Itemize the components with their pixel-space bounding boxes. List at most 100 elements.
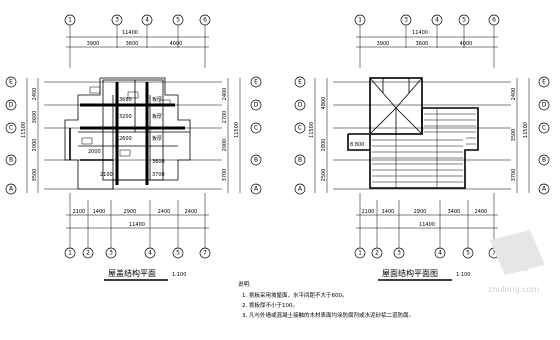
- axis-label-top-4: 4: [145, 17, 149, 24]
- axis-label-bottom-3: 3: [397, 250, 401, 257]
- axis-bubble-bottom-5: [462, 247, 474, 259]
- dim-seg-top: 3900: [87, 41, 100, 47]
- inner-label: 2600: [119, 136, 132, 142]
- design-notes: 说明: 1. 挑板采用坡屋面，水平间距不大于600。 2. 挑板厚不小于100。…: [238, 280, 414, 319]
- axis-label-bottom-3: 3: [109, 250, 113, 257]
- axis-label-row-E: E: [9, 79, 13, 86]
- axis-bubble-row-E: [250, 76, 262, 88]
- inner-label: 板厚: [152, 96, 162, 103]
- dim-right: 3700: [222, 169, 228, 182]
- dim-left: 4800: [321, 97, 327, 110]
- dim-seg-top: 3600: [126, 41, 139, 47]
- axis-label-bottom-4: 4: [148, 250, 152, 257]
- axis-label-row-A: A: [9, 186, 14, 193]
- axis-label-row-C: C: [254, 125, 258, 132]
- axis-bubble-row-D: [538, 99, 550, 111]
- note-item: 3. 凡与外墙或混凝土接触的木材表面均涂防腐剂或水泥砂浆二道防腐。: [242, 311, 414, 319]
- axis-bubble-row-E: [294, 76, 306, 88]
- axis-label-row-D: D: [254, 102, 259, 109]
- axis-label-row-D: D: [9, 102, 14, 109]
- axis-label-row-B: B: [254, 157, 258, 164]
- plan-scale: 1:100: [172, 272, 186, 278]
- axis-bubble-bottom-1: [64, 247, 76, 259]
- plan-title: 屋盖结构平面: [108, 268, 156, 278]
- axis-bubble-bottom-4: [144, 247, 156, 259]
- axis-label-bottom-1: 1: [68, 250, 72, 257]
- inner-label: 板厚: [152, 113, 162, 120]
- watermark-logo-icon: [500, 252, 528, 272]
- roof-structure-plan: 1 3 4 5 6 11400 3900 3600 4000 E D C B A: [5, 14, 262, 281]
- dim-seg-bottom: 3400: [448, 209, 461, 215]
- watermark-logo-icon: [490, 230, 545, 275]
- axis-bubble-bottom-2: [82, 247, 94, 259]
- axis-bubble-row-A: [294, 183, 306, 195]
- axis-label-bottom-5: 5: [176, 250, 180, 257]
- axis-label-row-B: B: [542, 157, 546, 164]
- dim-left: 2500: [321, 169, 327, 182]
- axis-bubble-bottom-3: [105, 247, 117, 259]
- axis-label-row-E: E: [542, 79, 546, 86]
- axis-bubble-row-D: [250, 99, 262, 111]
- axis-bubble-bottom-5: [172, 247, 184, 259]
- dim-right-total: 11500: [234, 122, 240, 138]
- axis-label-bottom-7: 7: [203, 250, 207, 257]
- dim-seg-top: 3900: [377, 41, 390, 47]
- axis-label-top-1: 1: [358, 17, 362, 24]
- axis-label-row-E: E: [254, 79, 258, 86]
- axis-bubble-row-B: [250, 154, 262, 166]
- axis-label-top-1: 1: [68, 17, 72, 24]
- watermark: zhulong.com: [488, 230, 545, 294]
- dim-right: 2400: [511, 88, 517, 101]
- dim-right-total: 11500: [523, 122, 529, 138]
- roof-framing-outline: [64, 77, 191, 190]
- axis-bubble-row-A: [538, 183, 550, 195]
- axis-label-row-C: C: [9, 125, 13, 132]
- axis-bubble-row-C: [294, 122, 306, 134]
- axis-label-top-5: 5: [176, 17, 180, 24]
- column-mark: [89, 86, 101, 94]
- axis-label-top-3: 3: [115, 17, 119, 24]
- axis-label-row-C: C: [298, 125, 302, 132]
- dim-seg-top: 3600: [416, 41, 429, 47]
- inner-label: 2100: [100, 172, 113, 178]
- dim-left: 2400: [32, 88, 38, 101]
- roof-outline: [347, 77, 479, 189]
- dim-left-total: 11500: [309, 122, 315, 138]
- dim-seg-top: 4000: [170, 41, 183, 47]
- axis-label-row-C: C: [542, 125, 546, 132]
- axis-label-bottom-7: 7: [492, 250, 496, 257]
- axis-label-row-A: A: [254, 186, 259, 193]
- axis-bubble-row-C: [538, 122, 550, 134]
- axis-label-top-3: 3: [404, 17, 408, 24]
- inner-frame: [102, 79, 164, 181]
- dim-total-top: 11400: [412, 30, 428, 36]
- note-item: 1. 挑板采用坡屋面，水平间距不大于600。: [242, 291, 348, 299]
- axis-bubble-row-E: [538, 76, 550, 88]
- axis-bubble-row-E: [5, 76, 17, 88]
- axis-bubble-row-B: [294, 154, 306, 166]
- axis-label-top-6: 6: [492, 17, 496, 24]
- inner-label: 3700: [152, 172, 165, 178]
- axis-bubble-row-A: [5, 183, 17, 195]
- axis-label-top-6: 6: [203, 17, 207, 24]
- plan-title: 屋面结构平面图: [382, 268, 438, 278]
- dim-right: 2400: [222, 88, 228, 101]
- dim-right: 3500: [511, 129, 517, 142]
- note-item: 2. 挑板厚不小于100。: [242, 301, 298, 309]
- dim-left: 3500: [32, 169, 38, 182]
- dim-seg-top: 4000: [460, 41, 473, 47]
- column-mark: [127, 91, 139, 99]
- axis-label-bottom-1: 1: [358, 250, 362, 257]
- dim-left: 2800: [321, 139, 327, 152]
- dim-seg-bottom: 2900: [414, 209, 427, 215]
- roof-plan: 1 3 4 5 6 11400 3900 3600 4000 E D C B A: [294, 14, 550, 281]
- dim-total-top: 11400: [122, 30, 138, 36]
- inner-label: 2000: [88, 149, 101, 155]
- dim-total-bottom: 11400: [129, 222, 145, 228]
- inner-label: 3200: [119, 114, 132, 120]
- axis-label-bottom-5: 5: [466, 250, 470, 257]
- axis-bubble-bottom-1: [354, 247, 366, 259]
- dim-seg-bottom: 2400: [185, 209, 198, 215]
- dim-right: 2000: [222, 139, 228, 152]
